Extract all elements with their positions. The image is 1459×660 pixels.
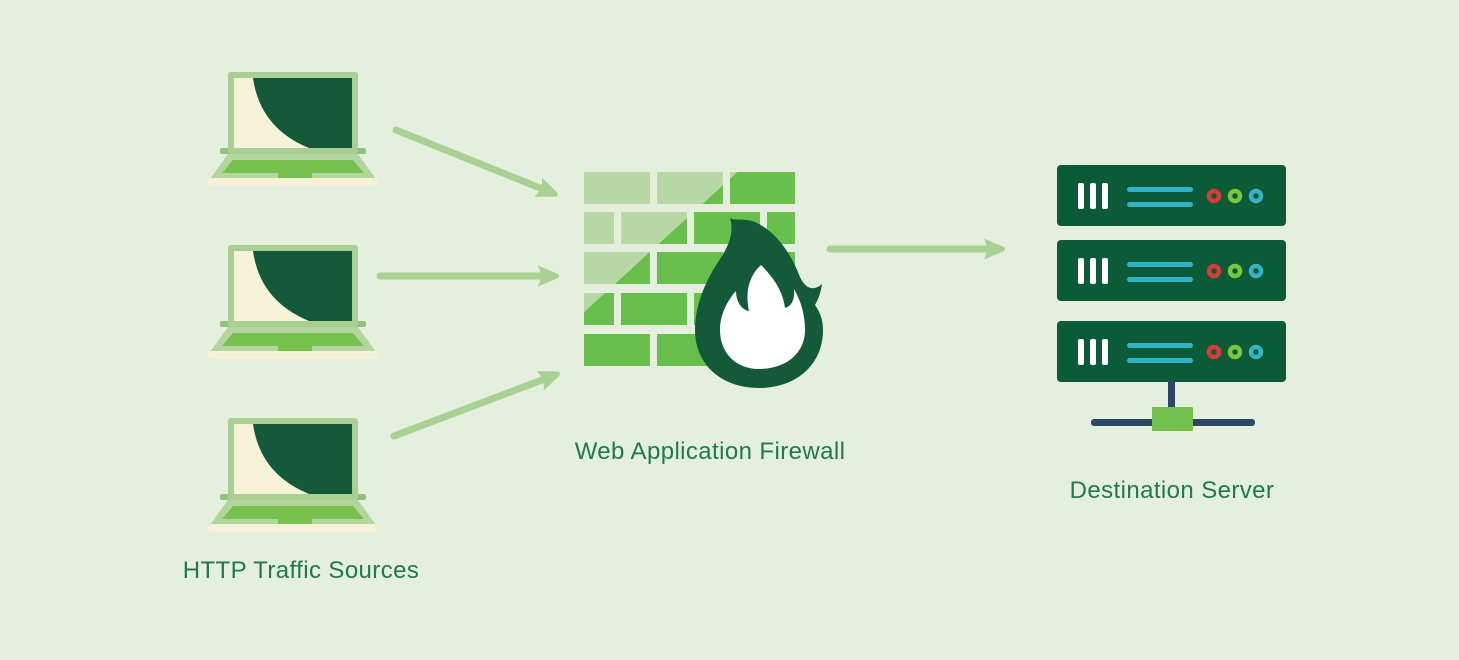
server-rack-icon-3 [1057,321,1286,382]
label-http-traffic-sources: HTTP Traffic Sources [182,557,420,584]
arrow-source1-to-firewall [392,126,558,197]
flame-icon [695,218,823,388]
arrow-source3-to-firewall [390,370,560,440]
laptop-icon-1 [208,72,378,186]
laptop-icon-3 [208,418,378,532]
label-destination-server: Destination Server [1069,477,1275,504]
server-rack-icon-2 [1057,240,1286,301]
laptop-icon-2 [208,245,378,359]
network-link-icon [1091,380,1255,431]
server-rack-icon-1 [1057,165,1286,226]
label-web-application-firewall: Web Application Firewall [574,438,846,465]
